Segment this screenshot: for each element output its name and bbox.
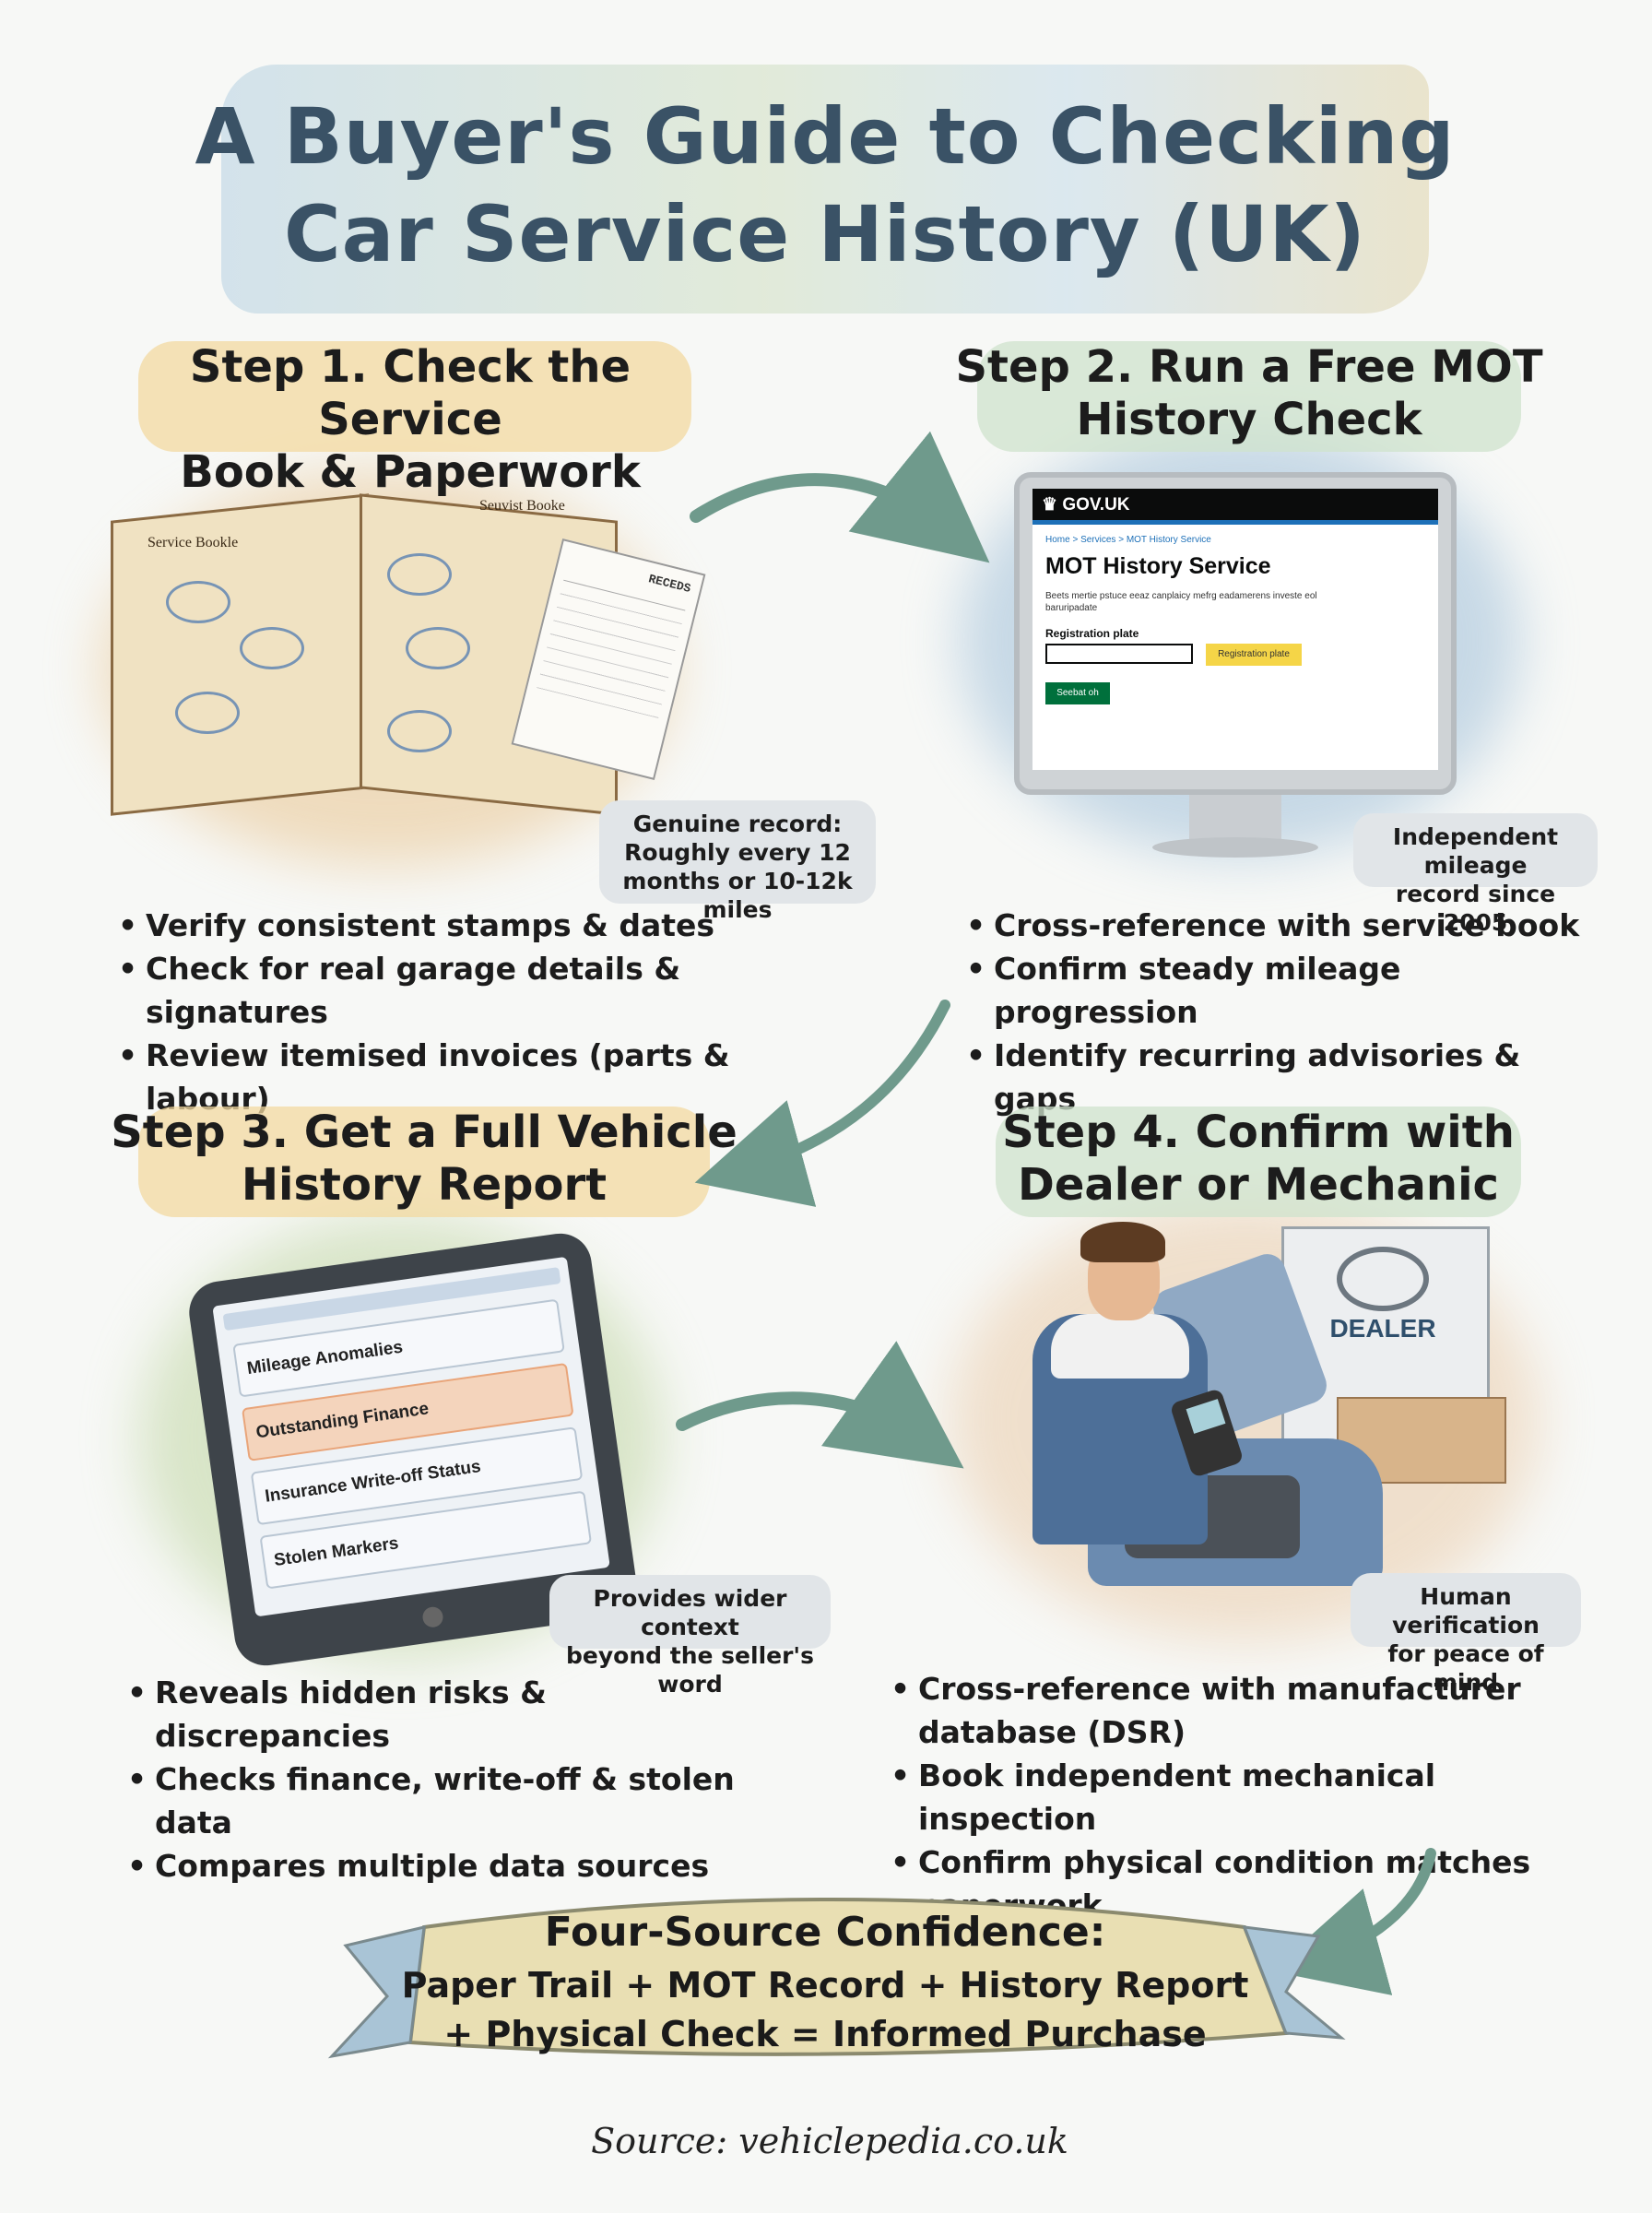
- stamp-icon: [166, 581, 230, 623]
- step2-title-line-2: History Check: [1076, 394, 1422, 445]
- step2-title-line-1: Step 2. Run a Free MOT: [955, 341, 1543, 393]
- step3-note: Provides wider context beyond the seller…: [549, 1575, 831, 1698]
- step3-band: [138, 1106, 710, 1217]
- stamp-icon: [406, 627, 470, 669]
- footer-title: Four-Source Confidence:: [544, 1909, 1106, 1956]
- source-credit: Source: vehiclepedia.co.uk: [591, 2121, 1068, 2161]
- list-item: Cross-reference with service book: [966, 904, 1593, 947]
- stamp-icon: [387, 710, 452, 752]
- step3-bullets: Reveals hidden risks & discrepancies Che…: [127, 1671, 773, 1888]
- dealer-sign-text: DEALER: [1329, 1314, 1436, 1343]
- list-item: Identify recurring advisories & gaps: [966, 1034, 1593, 1120]
- service-book-illustration: Service Bookle Seuvist Booke: [111, 493, 627, 821]
- car-brand-logo-icon: [1337, 1247, 1429, 1311]
- registration-input[interactable]: [1045, 644, 1193, 664]
- mechanic-hair: [1080, 1222, 1165, 1262]
- ribbon-tail-right: [1242, 1925, 1346, 2040]
- step4-title-line-1: Step 4. Confirm with: [1002, 1106, 1515, 1158]
- mot-web-page: ♛ GOV.UK Home > Services > MOT History S…: [1032, 489, 1438, 770]
- registration-label: Registration plate: [1045, 627, 1139, 640]
- list-item-continuation-text: database (DSR): [918, 1714, 1186, 1750]
- step1-title: Step 1. Check the Service Book & Paperwo…: [92, 341, 728, 499]
- list-item: Verify consistent stamps & dates: [118, 904, 763, 947]
- registration-button[interactable]: Registration plate: [1206, 644, 1302, 666]
- footer-line-2: + Physical Check = Informed Purchase: [443, 2014, 1207, 2054]
- note-line: Roughly every 12: [624, 839, 851, 866]
- gov-brand-text: GOV.UK: [1062, 495, 1130, 515]
- arrow-step1-to-step2: [690, 431, 990, 563]
- submit-button[interactable]: Seebat oh: [1045, 682, 1110, 704]
- title-line-1: A Buyer's Guide to Checking: [195, 91, 1456, 182]
- stamp-icon: [175, 692, 240, 734]
- title-banner: [221, 65, 1429, 314]
- stamp-icon: [387, 553, 452, 596]
- step4-note: Human verification for peace of mind: [1351, 1573, 1581, 1696]
- step4-bullets: Cross-reference with manufacturer databa…: [891, 1667, 1610, 1927]
- note-line: Independent mileage: [1392, 823, 1559, 879]
- page-title: A Buyer's Guide to Checking Car Service …: [184, 88, 1466, 283]
- title-line-2: Car Service History (UK): [284, 189, 1366, 279]
- step1-band: [138, 341, 691, 452]
- step1-note: Genuine record: Roughly every 12 months …: [599, 800, 876, 923]
- arrow-step4-to-footer: [1270, 1848, 1436, 1995]
- step1-title-line-2: Book & Paperwork: [180, 446, 641, 498]
- mot-description: Beets mertie pstuce eeaz canplaicy mefrg…: [1045, 591, 1317, 613]
- list-item: Checks finance, write-off & stolen data: [127, 1757, 773, 1844]
- list-item: Cross-reference with manufacturer: [891, 1667, 1610, 1710]
- list-item: Book independent mechanical inspection: [891, 1754, 1610, 1840]
- note-line: Human verification: [1392, 1583, 1540, 1639]
- stamp-icon: [240, 627, 304, 669]
- step2-bullets: Cross-reference with service book Confir…: [966, 904, 1593, 1120]
- step3-title: Step 3. Get a Full Vehicle History Repor…: [101, 1106, 747, 1212]
- footer-line-1: Paper Trail + MOT Record + History Repor…: [401, 1965, 1249, 2006]
- gov-header: ♛ GOV.UK: [1032, 489, 1438, 525]
- note-line: Provides wider context: [593, 1585, 787, 1640]
- book-label-right: Seuvist Booke: [479, 498, 565, 514]
- computer-monitor: ♛ GOV.UK Home > Services > MOT History S…: [1014, 472, 1457, 795]
- step4-title-line-2: Dealer or Mechanic: [1018, 1159, 1499, 1211]
- list-item: Compares multiple data sources: [127, 1844, 773, 1888]
- list-item-continuation: database (DSR): [891, 1710, 1610, 1754]
- list-item: Check for real garage details & signatur…: [118, 947, 763, 1034]
- list-item: Confirm steady mileage progression: [966, 947, 1593, 1034]
- step4-title: Step 4. Confirm with Dealer or Mechanic: [959, 1106, 1558, 1212]
- step3-title-line-1: Step 3. Get a Full Vehicle: [111, 1106, 738, 1158]
- step1-title-line-1: Step 1. Check the Service: [189, 341, 631, 445]
- mot-heading: MOT History Service: [1045, 553, 1271, 579]
- mechanic-shirt: [1051, 1314, 1189, 1379]
- note-line: Genuine record:: [632, 811, 843, 837]
- monitor-stand: [1189, 795, 1281, 841]
- step3-title-line-2: History Report: [241, 1159, 608, 1211]
- step2-note: Independent mileage record since 2005: [1353, 813, 1598, 936]
- monitor-base: [1152, 837, 1318, 858]
- step4-band: [996, 1106, 1521, 1217]
- list-item: Reveals hidden risks & discrepancies: [127, 1671, 773, 1757]
- book-label-left: Service Bookle: [148, 535, 239, 550]
- step2-band: [977, 341, 1521, 452]
- arrow-step2-to-step3: [694, 1000, 950, 1207]
- crown-icon: ♛: [1042, 495, 1063, 515]
- step1-bullets: Verify consistent stamps & dates Check f…: [118, 904, 763, 1120]
- ribbon-tail-left: [327, 1925, 426, 2059]
- breadcrumb[interactable]: Home > Services > MOT History Service: [1045, 535, 1211, 545]
- gov-logo[interactable]: ♛ GOV.UK: [1042, 494, 1130, 515]
- step2-title: Step 2. Run a Free MOT History Check: [940, 341, 1558, 446]
- arrow-step3-to-step4: [676, 1341, 964, 1469]
